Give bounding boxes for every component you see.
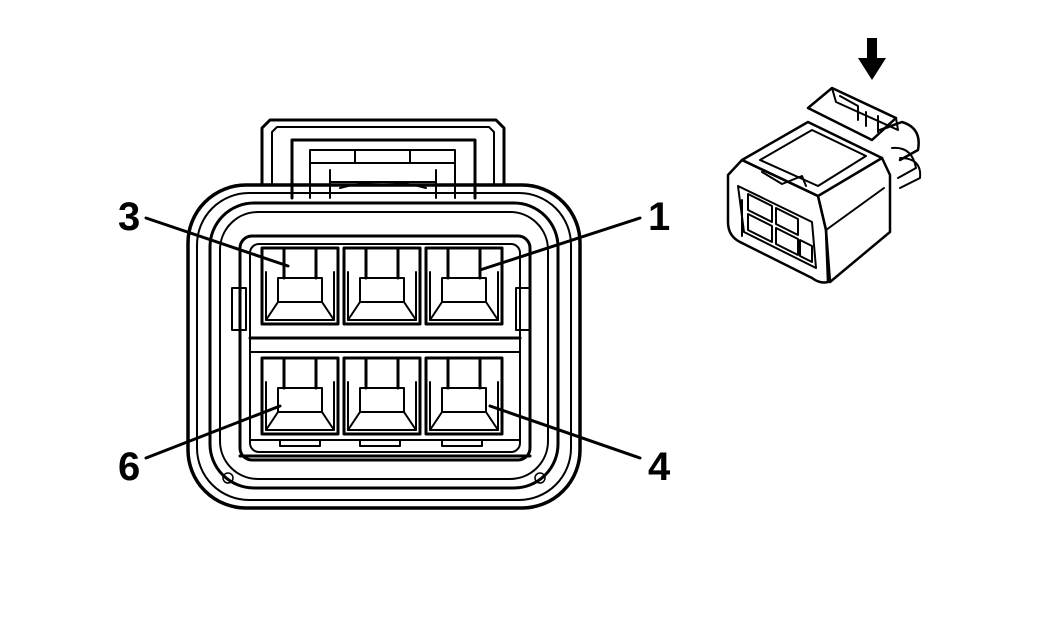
pin-label-6: 6	[118, 445, 140, 489]
terminal-cavity	[342, 246, 422, 326]
terminal-cavities	[260, 246, 504, 436]
terminal-cavity	[260, 246, 340, 326]
leader-line-pin-6	[144, 404, 282, 460]
pin-label-1: 1	[648, 195, 670, 239]
leader-lines	[144, 216, 642, 460]
connector-3d-view	[726, 38, 922, 284]
terminal-cavity	[424, 246, 504, 326]
connector-face-view: 3 1 6 4	[118, 118, 671, 510]
leader-line-pin-3	[144, 216, 290, 268]
terminal-cavity	[260, 356, 340, 436]
pin-label-4: 4	[648, 445, 671, 489]
terminal-cavity	[342, 356, 422, 436]
housing-outline	[186, 183, 582, 510]
terminal-cavity-block	[231, 234, 532, 462]
leader-line-pin-4	[488, 404, 642, 460]
pin-label-3: 3	[118, 195, 140, 239]
insertion-arrow-icon	[858, 38, 886, 80]
terminal-cavity	[424, 356, 504, 436]
leader-line-pin-1	[478, 216, 642, 272]
